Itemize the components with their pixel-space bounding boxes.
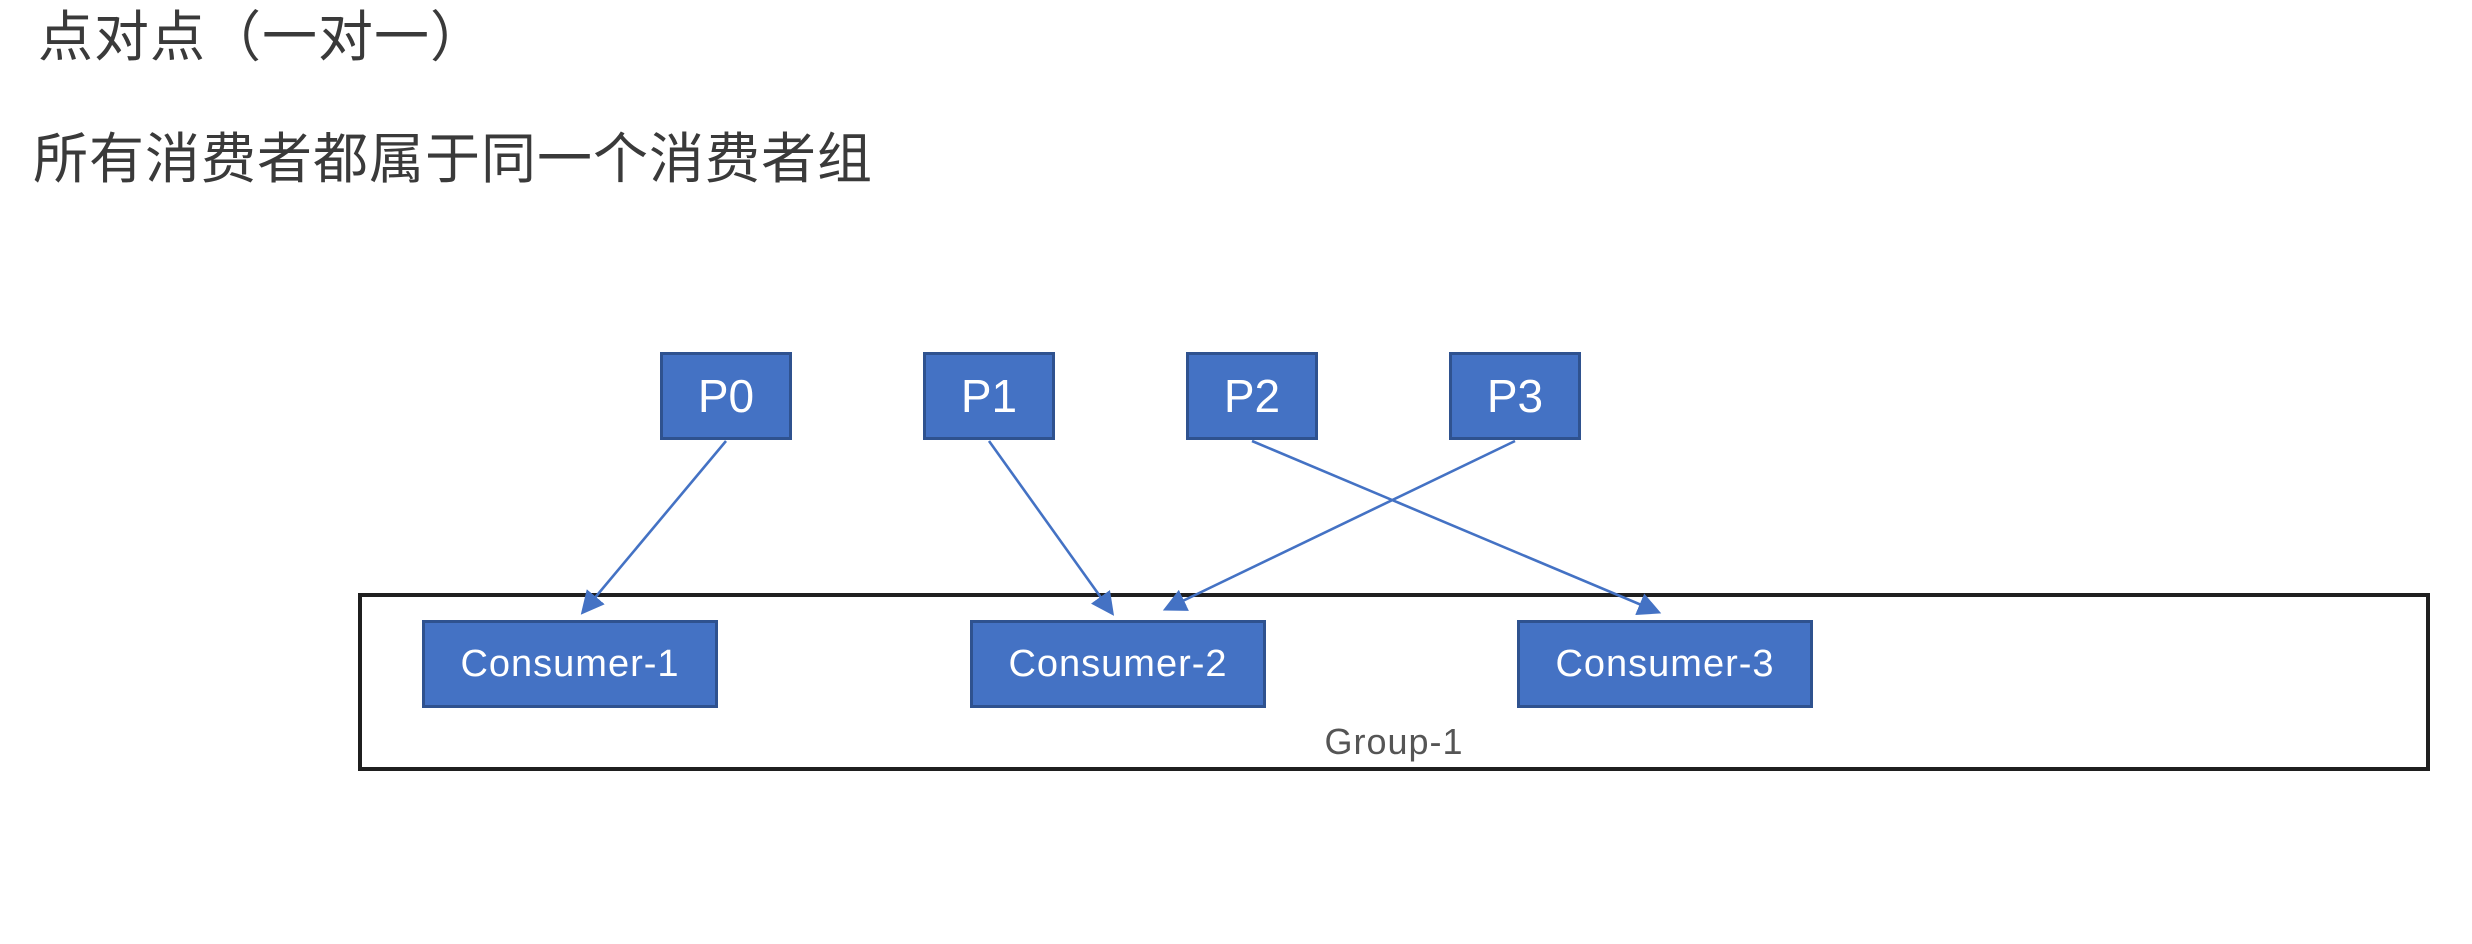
heading-line-1: 点对点（一对一） (38, 6, 487, 68)
arrow-p3-to-consumer2 (1162, 439, 1516, 611)
arrow-p1-to-consumer2 (987, 440, 1115, 616)
consumer-label: Consumer-2 (1008, 642, 1228, 685)
consumer-label: Consumer-3 (1555, 642, 1775, 685)
partition-box-p1: P1 (923, 352, 1055, 440)
group-label: Group-1 (1324, 721, 1464, 762)
consumer-box-1: Consumer-1 (422, 620, 718, 708)
arrow-p2-to-consumer3 (1251, 439, 1662, 616)
partition-box-p0: P0 (660, 352, 792, 440)
arrow-p0-to-consumer1 (580, 440, 727, 615)
consumer-label: Consumer-1 (460, 642, 680, 685)
partition-label: P2 (1223, 370, 1281, 422)
consumer-box-3: Consumer-3 (1517, 620, 1813, 708)
consumer-box-2: Consumer-2 (970, 620, 1266, 708)
partition-label: P0 (697, 370, 755, 422)
partition-label: P1 (960, 370, 1018, 422)
partition-box-p2: P2 (1186, 352, 1318, 440)
heading-line-2: 所有消费者都属于同一个消费者组 (33, 128, 874, 190)
partition-label: P3 (1486, 370, 1544, 422)
partition-box-p3: P3 (1449, 352, 1581, 440)
